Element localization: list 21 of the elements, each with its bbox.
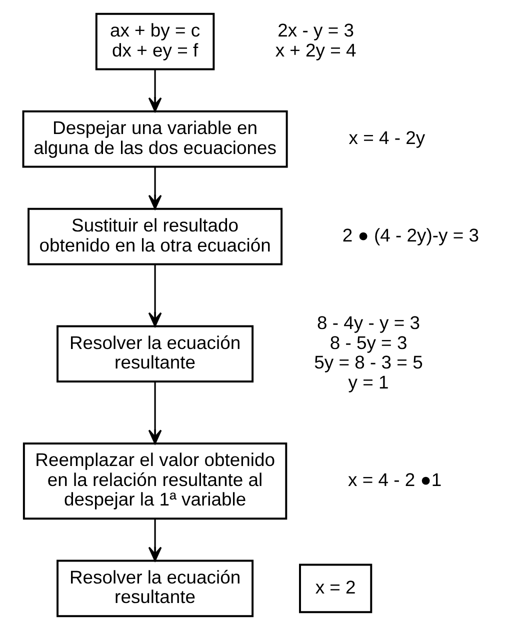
node-label: y = 1: [348, 371, 388, 392]
node-label: x = 4 - 2 ●1: [348, 468, 442, 490]
arrow: [148, 519, 162, 562]
node-label: 8 - 5y = 3: [329, 332, 407, 353]
arrow: [148, 166, 162, 210]
node-label: x = 4 - 2y: [348, 126, 425, 148]
arrow: [148, 264, 162, 327]
arrow: [148, 69, 162, 112]
node-label: 2 ● (4 - 2y)-y = 3: [342, 224, 479, 246]
node-label: 8 - 4y - y = 3: [316, 312, 420, 334]
node-label: x + 2y = 4: [274, 39, 356, 60]
node-box: Despejar una variable en alguna de las dos ecuaciones: [22, 110, 288, 168]
node-label: 2x - y = 3: [277, 20, 354, 41]
node-box: Reemplazar el valor obtenido en la relación resultante al despejar la 1ª variable: [22, 442, 287, 520]
arrow: [148, 382, 162, 444]
node-label: 5y = 8 - 3 = 5: [314, 352, 422, 373]
node-box: Resolver la ecuación resultante: [56, 325, 254, 383]
node-box: Resolver la ecuación resultante: [56, 560, 254, 618]
node-box: ax + by = c dx + ey = f: [94, 12, 214, 70]
node-box: Sustituir el resultado obtenido en la otra ecuación: [27, 208, 282, 266]
node-box: x = 2: [298, 564, 372, 614]
